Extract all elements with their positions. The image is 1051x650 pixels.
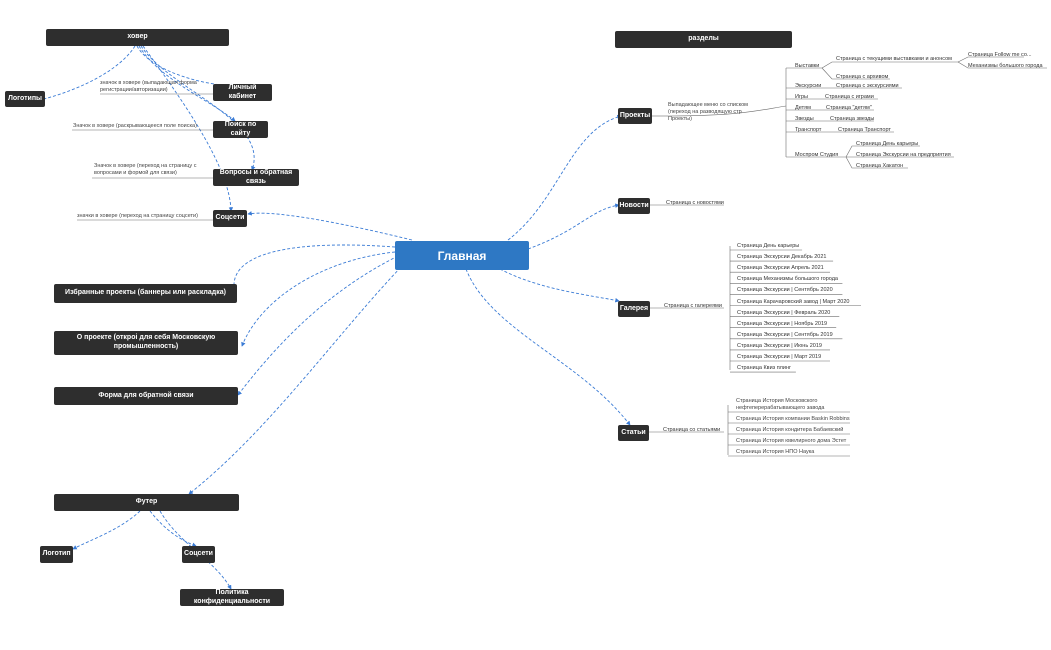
gallery-item[interactable]: Страница Механизмы большого города (737, 276, 838, 283)
label-transport-page[interactable]: Страница Транспорт (838, 127, 891, 133)
label-kids: Детям (795, 105, 811, 111)
label-exh-mech[interactable]: Механизмы большого города (968, 63, 1043, 69)
label-kids-page[interactable]: Страница "детям" (826, 105, 872, 111)
label-exh-archive[interactable]: Страница с архивом (836, 74, 889, 80)
gallery-item[interactable]: Страница Экскурсии Апрель 2021 (737, 265, 824, 272)
gallery-item[interactable]: Страница Экскурсии | Март 2019 (737, 354, 822, 360)
article-item[interactable]: Страница История кондитера Бабаевский (736, 427, 844, 433)
node-sections[interactable]: разделы (615, 31, 792, 48)
node-site-search[interactable]: Поиск по сайту (213, 121, 268, 138)
gallery-item[interactable]: Страница Экскурсии | Сентябрь 2019 (737, 331, 833, 338)
note-search: Значок в ховере (раскрывающееся поле пои… (73, 123, 197, 129)
label-transport: Транспорт (795, 127, 822, 133)
note-cabinet: значок в ховере (выпадающая форма регист… (100, 80, 197, 93)
node-projects[interactable]: Проекты (618, 108, 652, 124)
article-item[interactable]: Страница История НПО Наука (736, 449, 815, 455)
label-gallery-page[interactable]: Страница с галереями (664, 303, 722, 309)
node-footer-social[interactable]: Соцсети (182, 546, 215, 563)
node-about-project[interactable]: О проекте (откроі для себя Московскую пр… (54, 331, 238, 355)
node-footer[interactable]: Футер (54, 494, 239, 511)
central-node-home[interactable]: Главная (395, 241, 529, 270)
article-item[interactable]: Страница История ювелирного дома Эстет (736, 438, 847, 444)
node-personal-cabinet[interactable]: Личный кабинет (213, 84, 272, 101)
node-questions-feedback[interactable]: Вопросы и обратная связь (213, 169, 299, 186)
label-exh-follow[interactable]: Страница Follow me со... (968, 52, 1032, 58)
article-item[interactable]: Страница История Московского нефтеперера… (736, 398, 825, 411)
node-hover-header[interactable]: ховер (46, 29, 229, 46)
label-games: Игры (795, 94, 808, 100)
label-exhibitions: Выставки (795, 63, 820, 69)
label-studio-hackathon[interactable]: Страница Хакатон (856, 163, 904, 169)
node-footer-logo[interactable]: Логотип (40, 546, 73, 563)
label-studio: Моспром Студия (795, 152, 839, 158)
node-gallery[interactable]: Галерея (618, 301, 650, 317)
gallery-item[interactable]: Страница Экскурсии | Сентябрь 2020 (737, 287, 833, 294)
note-social: значки в ховере (переход на страницу соц… (77, 213, 198, 219)
node-news[interactable]: Новости (618, 198, 650, 214)
label-excursions: Экскурсии (795, 83, 822, 89)
gallery-item[interactable]: Страница Экскурсии | Февраль 2020 (737, 309, 831, 316)
article-item[interactable]: Страница История компании Baskin Robbins (736, 416, 850, 422)
note-projects: Выпадающее меню со списком (переход на р… (668, 102, 748, 122)
label-studio-career[interactable]: Страница День карьеры (856, 141, 919, 147)
label-games-page[interactable]: Страница с играми (825, 94, 874, 100)
label-news-page[interactable]: Страница с новостями (666, 200, 724, 206)
node-featured-projects[interactable]: Избранные проекты (баннеры или раскладка… (54, 284, 237, 303)
label-excursions-page[interactable]: Страница с экскурсиями (836, 83, 899, 89)
node-articles[interactable]: Статьи (618, 425, 649, 441)
gallery-item[interactable]: Страница Экскурсии | Ноябрь 2019 (737, 320, 828, 327)
gallery-item[interactable]: Страница Карачаровский завод | Март 2020 (737, 298, 850, 305)
node-feedback-form[interactable]: Форма для обратной связи (54, 387, 238, 405)
gallery-item[interactable]: Страница Экскурсии Декабрь 2021 (737, 254, 827, 261)
label-studio-excursions[interactable]: Страница Экскурсии на предприятия (856, 152, 951, 158)
node-social-networks[interactable]: Соцсети (213, 210, 247, 227)
node-logos[interactable]: Логотипы (5, 91, 45, 107)
label-articles-page[interactable]: Страница со статьями (663, 427, 721, 433)
note-feedback: Значок в ховере (переход на страницу с в… (94, 163, 197, 176)
gallery-item[interactable]: Страница Экскурсии | Июнь 2019 (737, 342, 822, 349)
label-stars: Звезды (795, 116, 814, 122)
node-privacy-policy[interactable]: Политика конфиденциальности (180, 589, 284, 606)
gallery-item[interactable]: Страница День карьеры (737, 243, 800, 249)
label-stars-page[interactable]: Страница звезды (830, 116, 875, 122)
label-exh-current[interactable]: Страница с текущими выставками и анонсом (836, 56, 952, 62)
gallery-item[interactable]: Страница Квиз плинг (737, 365, 792, 372)
